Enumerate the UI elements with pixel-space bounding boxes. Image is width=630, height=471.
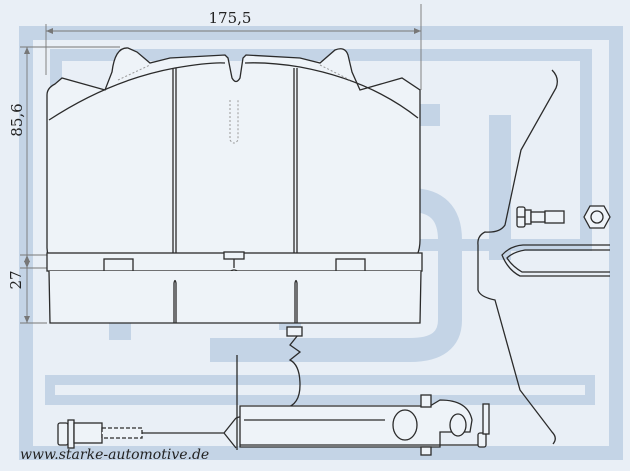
thickness-dimension: 27 — [7, 254, 47, 324]
width-dimension: 175,5 — [45, 4, 422, 90]
screw — [516, 206, 565, 228]
height-label: 85,6 — [8, 103, 26, 136]
pad-front-view — [46, 47, 421, 269]
height-dimension: 85,6 — [8, 46, 120, 269]
thickness-label: 27 — [7, 270, 25, 289]
width-label: 175,5 — [209, 9, 252, 27]
hairpin-clip — [501, 244, 610, 277]
retaining-spring — [477, 69, 558, 445]
pad-side-view — [46, 251, 423, 324]
website-url: www.starke-automotive.de — [20, 447, 209, 463]
nut — [583, 205, 611, 229]
wear-sensor — [57, 326, 490, 456]
